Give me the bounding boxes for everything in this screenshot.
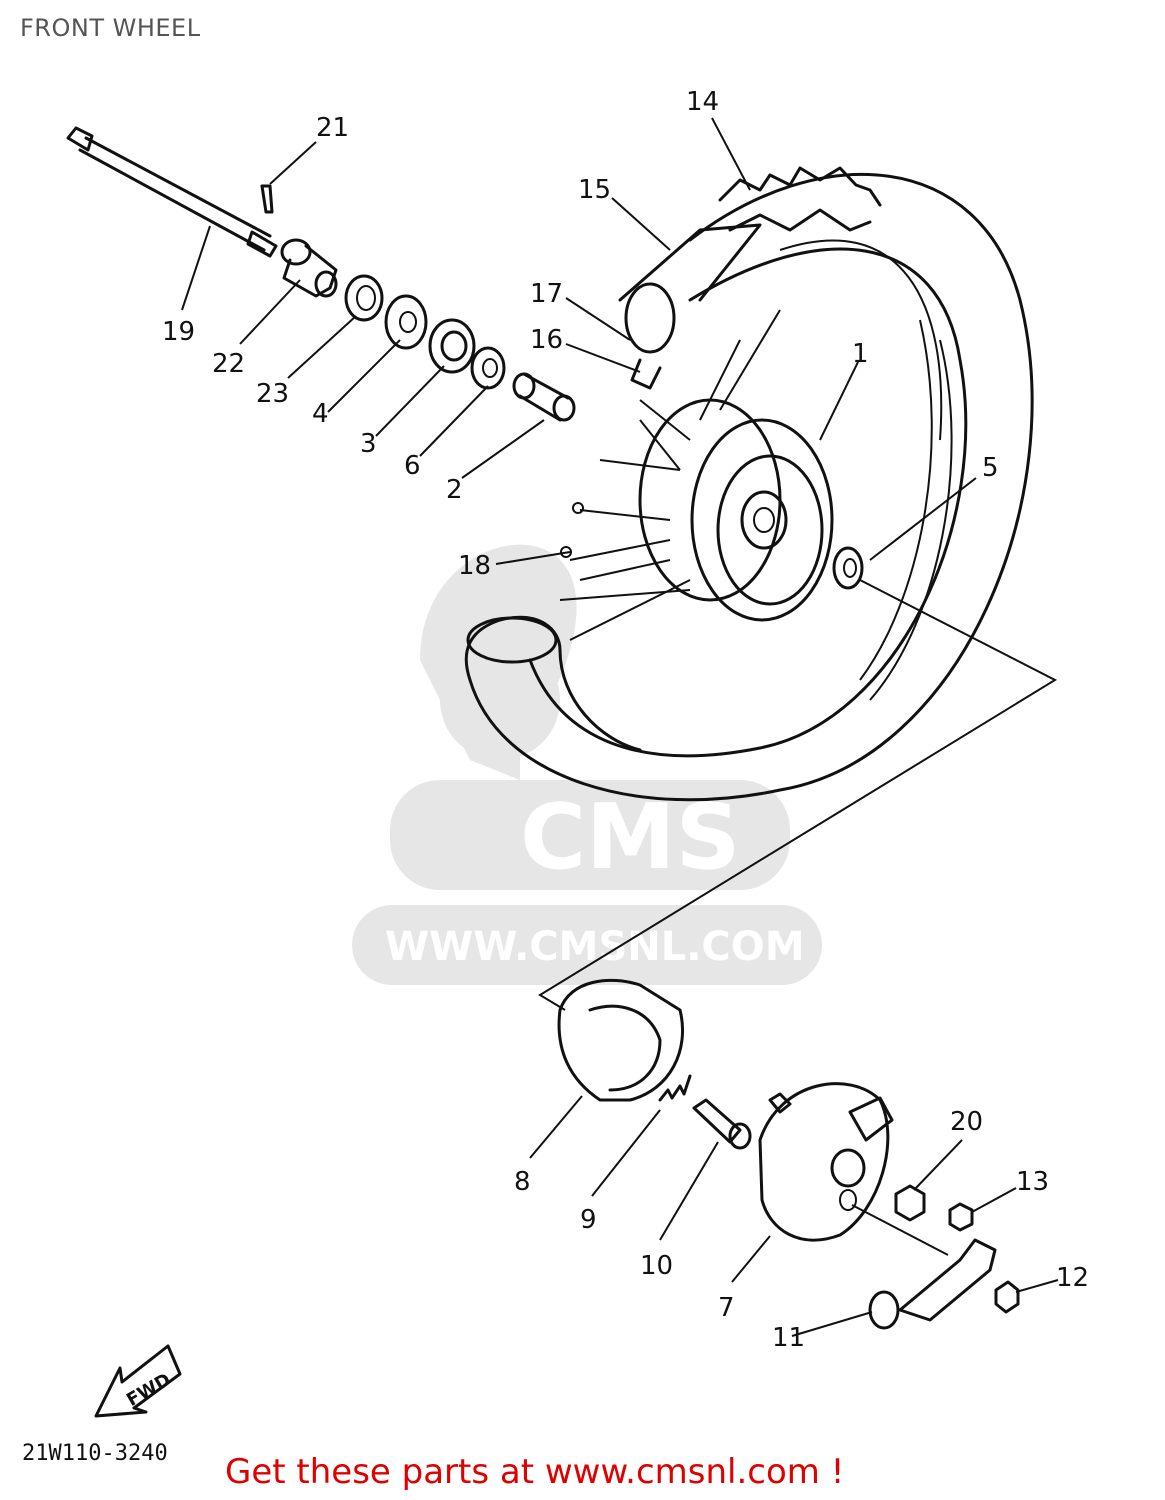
spacer-flange	[384, 294, 428, 350]
bearing	[428, 318, 476, 374]
callout-17: 17	[530, 279, 563, 309]
oil-seal	[344, 274, 384, 322]
collar	[280, 238, 338, 298]
forward-arrow-icon: FWD	[94, 1344, 182, 1418]
callout-10: 10	[640, 1251, 673, 1281]
callout-13: 13	[1016, 1167, 1049, 1197]
diagram-part-number: 21W110-3240	[22, 1441, 168, 1466]
callout-7: 7	[718, 1293, 735, 1323]
callout-21: 21	[316, 113, 349, 143]
lever-bolt	[994, 1280, 1020, 1314]
callout-9: 9	[580, 1205, 597, 1235]
callout-2: 2	[446, 475, 463, 505]
spoke-nipples	[560, 502, 584, 558]
spokes	[559, 309, 781, 641]
callout-6: 6	[404, 451, 421, 481]
tire-tread	[718, 166, 882, 232]
wheel-rim	[464, 173, 1034, 802]
cms-watermark: CMS WWW.CMSNL.COM	[352, 544, 822, 985]
callout-14: 14	[686, 87, 719, 117]
watermark-brand: CMS	[520, 785, 740, 890]
bearing-right	[832, 546, 864, 590]
callout-20: 20	[950, 1107, 983, 1137]
assembly-guide	[538, 579, 1058, 1011]
small-nut	[948, 1202, 974, 1232]
callout-16: 16	[530, 325, 563, 355]
callout-4: 4	[312, 399, 329, 429]
callout-18: 18	[458, 551, 491, 581]
callout-23: 23	[256, 379, 289, 409]
callout-12: 12	[1056, 1263, 1089, 1293]
footer-link[interactable]: Get these parts at www.cmsnl.com !	[225, 1452, 845, 1492]
callout-22: 22	[212, 349, 245, 379]
callout-8: 8	[514, 1167, 531, 1197]
axle	[66, 126, 278, 258]
diagram-title: FRONT WHEEL	[20, 14, 201, 42]
tube-and-valve	[618, 223, 762, 390]
brake-spring	[658, 1074, 692, 1102]
callout-15: 15	[578, 175, 611, 205]
brake-cam-shaft	[692, 1098, 752, 1150]
hub	[638, 398, 834, 622]
callout-11: 11	[772, 1323, 805, 1353]
brake-shoe	[557, 978, 685, 1102]
watermark-url: WWW.CMSNL.COM	[385, 924, 805, 970]
brake-panel	[758, 1082, 894, 1242]
brake-camshaft-lever	[868, 1238, 997, 1330]
leader-lines	[181, 117, 1059, 1337]
callout-labels: 1 2 3 4 5 6 7 8 9 10 11 12 13 14 15 16 1…	[162, 87, 1089, 1353]
callout-5: 5	[982, 453, 999, 483]
callout-19: 19	[162, 317, 195, 347]
hex-nut	[894, 1184, 926, 1222]
lever-guide	[851, 1204, 949, 1256]
oil-seal-small	[470, 346, 506, 390]
callout-3: 3	[360, 429, 377, 459]
callout-1: 1	[852, 339, 869, 369]
spacer	[512, 372, 576, 422]
cotter-pin	[260, 184, 274, 214]
